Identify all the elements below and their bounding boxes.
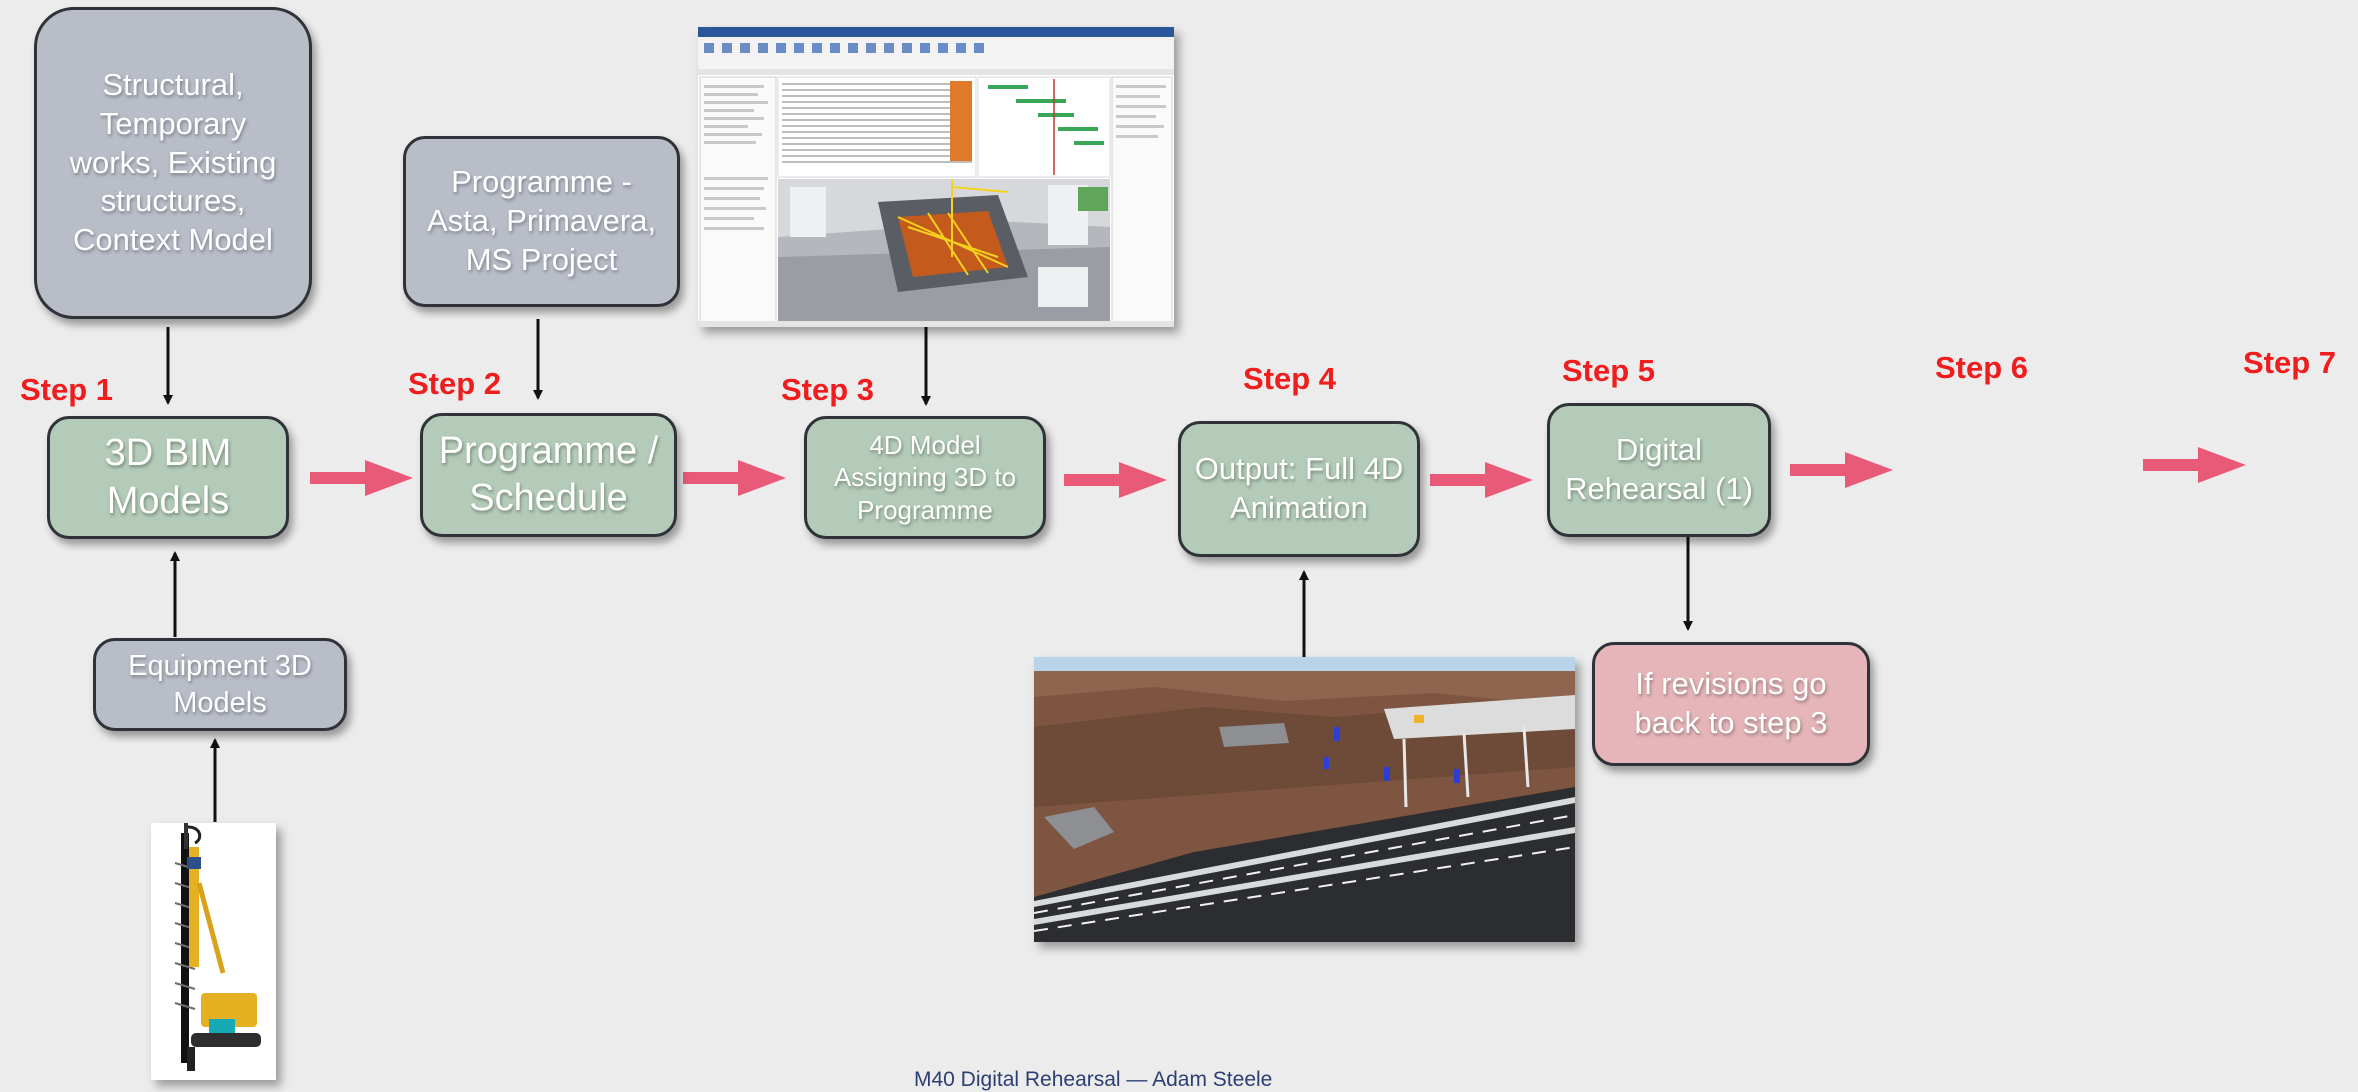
- piling-rig-drawing: [174, 823, 261, 1071]
- scheduling-software-screenshot: [698, 27, 1174, 327]
- step-7-label: Step 7: [2243, 345, 2337, 380]
- flow-arrow-5: [1790, 452, 1893, 488]
- flow-arrow-1: [310, 460, 413, 496]
- flow-arrow-2: [683, 460, 786, 496]
- equipment-box: Equipment 3D Models: [93, 638, 347, 731]
- flow-arrows: [310, 447, 2246, 498]
- bim-models-box: 3D BIM Models: [47, 416, 289, 539]
- flow-arrow-3: [1064, 462, 1167, 498]
- output-box: Output: Full 4D Animation: [1178, 421, 1420, 557]
- step-4-label: Step 4: [1243, 361, 1337, 396]
- software-window-drawing: [698, 27, 1174, 327]
- inputs-box: Structural, Temporary works, Existing st…: [34, 7, 312, 319]
- revisions-box: If revisions go back to step 3: [1592, 642, 1870, 766]
- footer-caption: M40 Digital Rehearsal — Adam Steele: [914, 1068, 1273, 1091]
- model-4d-box: 4D Model Assigning 3D to Programme: [804, 416, 1046, 539]
- step-6-label: Step 6: [1935, 350, 2029, 385]
- flow-arrow-4: [1430, 462, 1533, 498]
- rehearsal-box: Digital Rehearsal (1): [1547, 403, 1771, 537]
- step-3-label: Step 3: [781, 372, 875, 407]
- programme-sources-box: Programme - Asta, Primavera, MS Project: [403, 136, 680, 307]
- flow-arrow-6: [2143, 447, 2246, 483]
- 4d-animation-render: [1034, 657, 1575, 942]
- render-drawing: [1034, 657, 1575, 942]
- piling-rig-image: [151, 823, 276, 1080]
- step-2-label: Step 2: [408, 366, 502, 401]
- schedule-box: Programme / Schedule: [420, 413, 677, 537]
- step-5-label: Step 5: [1562, 353, 1656, 388]
- step-1-label: Step 1: [20, 372, 114, 407]
